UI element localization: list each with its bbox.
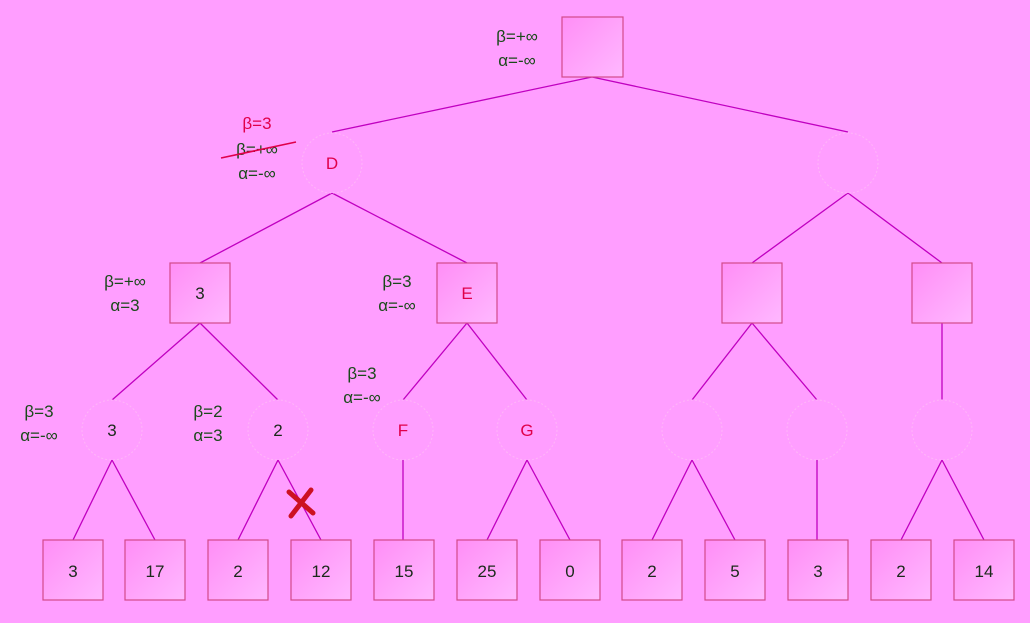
d-alpha: α=-∞	[238, 164, 276, 183]
node-m3	[721, 262, 783, 324]
leaf: 17	[124, 539, 186, 601]
edge	[111, 459, 156, 541]
edge	[199, 192, 333, 264]
node-lmax: 3	[169, 262, 231, 324]
node-r2	[817, 132, 879, 194]
leaf-value: 3	[68, 562, 77, 581]
node-m1-value: 3	[107, 421, 116, 440]
node-root	[561, 16, 624, 78]
m1-alpha: α=-∞	[20, 426, 58, 445]
m2-alpha: α=3	[193, 426, 222, 445]
edge	[591, 76, 849, 133]
edge	[72, 459, 113, 541]
leaf: 3	[787, 539, 849, 601]
leaf-value: 15	[395, 562, 414, 581]
m1-beta: β=3	[24, 402, 53, 421]
leaf-value: 2	[896, 562, 905, 581]
node-f-label: F	[398, 421, 408, 440]
node-g: G	[496, 399, 558, 461]
root-alpha: α=-∞	[498, 51, 536, 70]
node-m6	[786, 399, 848, 461]
edge	[331, 192, 468, 264]
e-alpha: α=-∞	[378, 296, 416, 315]
root-beta: β=+∞	[496, 27, 538, 46]
leaf: 14	[953, 539, 1015, 601]
f-beta: β=3	[347, 364, 376, 383]
edge	[691, 322, 753, 401]
leaf: 2	[207, 539, 269, 601]
node-m4	[911, 262, 973, 324]
leaf: 2	[870, 539, 932, 601]
leaf: 15	[373, 539, 435, 601]
prune-cross-icon	[286, 487, 316, 519]
node-m5	[661, 399, 723, 461]
leaf-value: 3	[813, 562, 822, 581]
leaf: 2	[621, 539, 683, 601]
node-m1: 3	[81, 399, 143, 461]
node-e: E	[436, 262, 498, 324]
leaf: 12	[290, 539, 352, 601]
node-d: D	[301, 132, 363, 194]
leaf: 0	[539, 539, 601, 601]
leaf-value: 5	[730, 562, 739, 581]
leaf-nodes: 3 17 2 12 15 25 0 2 5 3 2 14	[42, 539, 1015, 601]
leaf-value: 0	[565, 562, 574, 581]
edge	[751, 192, 849, 264]
edge	[486, 459, 528, 541]
m2-beta: β=2	[193, 402, 222, 421]
node-d-label: D	[326, 154, 338, 173]
edge	[751, 322, 818, 401]
lmax-alpha: α=3	[110, 296, 139, 315]
d-beta-new: β=3	[242, 114, 271, 133]
edge	[466, 322, 528, 401]
leaf-value: 14	[975, 562, 994, 581]
edge	[691, 459, 736, 541]
node-m7	[911, 399, 973, 461]
leaf: 3	[42, 539, 104, 601]
leaf-value: 2	[647, 562, 656, 581]
leaf-value: 25	[478, 562, 497, 581]
edge	[651, 459, 693, 541]
node-lmax-value: 3	[195, 284, 204, 303]
node-e-label: E	[461, 284, 472, 303]
leaf-value: 2	[233, 562, 242, 581]
edge	[199, 322, 279, 401]
tree-edges	[72, 76, 985, 541]
node-m2: 2	[247, 399, 309, 461]
edge	[111, 322, 201, 401]
leaf: 5	[704, 539, 766, 601]
edge	[402, 322, 468, 401]
leaf-value: 12	[312, 562, 331, 581]
edge	[847, 192, 943, 264]
e-beta: β=3	[382, 272, 411, 291]
edge	[941, 459, 985, 541]
edge	[526, 459, 571, 541]
edge	[900, 459, 943, 541]
annotations: β=+∞ α=-∞ β=3 β=+∞ α=-∞ β=+∞ α=3 β=3 α=-…	[20, 27, 538, 445]
node-g-label: G	[520, 421, 533, 440]
edge	[331, 76, 593, 133]
node-f: F	[372, 399, 434, 461]
leaf: 25	[456, 539, 518, 601]
leaf-value: 17	[146, 562, 165, 581]
d-beta-old: β=+∞	[236, 140, 278, 159]
edge	[237, 459, 279, 541]
strikethrough-line	[220, 141, 297, 159]
lmax-beta: β=+∞	[104, 272, 146, 291]
f-alpha: α=-∞	[343, 388, 381, 407]
node-m2-value: 2	[273, 421, 282, 440]
